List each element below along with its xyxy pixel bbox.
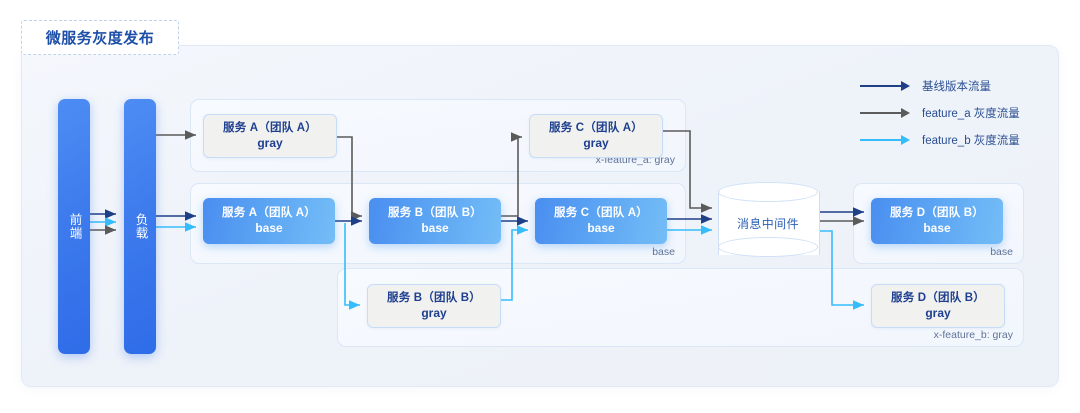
node-service-d-gray-name: 服务 D（团队 B） (891, 292, 985, 304)
legend: 基线版本流量 feature_a 灰度流量 feature_b 灰度流量 (860, 72, 1020, 153)
node-service-a-base[interactable]: 服务 A（团队 A） base (203, 198, 335, 244)
node-frontend[interactable]: 前端 (58, 99, 90, 354)
node-service-b-gray-name: 服务 B（团队 B） (387, 292, 481, 304)
node-service-b-base[interactable]: 服务 B（团队 B） base (369, 198, 501, 244)
node-frontend-label: 前端 (67, 213, 82, 240)
legend-item-baseline: 基线版本流量 (860, 72, 1020, 99)
node-service-c-gray-name: 服务 C（团队 A） (549, 122, 643, 134)
legend-label-feature-a: feature_a 灰度流量 (922, 107, 1020, 120)
page-title: 微服务灰度发布 (21, 20, 179, 55)
group-base-right-label: base (990, 246, 1013, 258)
legend-arrow-baseline-icon (860, 80, 910, 91)
node-service-c-gray-version: gray (583, 136, 609, 150)
group-base-middle-label: base (652, 246, 675, 258)
legend-line-feature-b (860, 138, 902, 141)
node-service-a-base-name: 服务 A（团队 A） (222, 207, 316, 219)
legend-arrow-feature-b-icon (860, 134, 910, 145)
legend-label-feature-b: feature_b 灰度流量 (922, 134, 1020, 147)
node-service-d-gray-version: gray (925, 306, 951, 320)
node-service-d-base[interactable]: 服务 D（团队 B） base (871, 198, 1003, 244)
node-service-a-base-version: base (255, 221, 283, 235)
node-service-a-gray-name: 服务 A（团队 A） (223, 122, 317, 134)
node-service-d-gray[interactable]: 服务 D（团队 B） gray (871, 284, 1005, 328)
legend-line-feature-a (860, 111, 902, 114)
node-service-d-base-version: base (923, 221, 951, 235)
node-service-a-gray-version: gray (257, 136, 283, 150)
node-message-middleware[interactable]: 消息中间件 (718, 182, 820, 264)
node-service-c-base-version: base (587, 221, 615, 235)
legend-arrowhead-feature-b (901, 134, 910, 145)
legend-item-feature-b: feature_b 灰度流量 (860, 126, 1020, 153)
legend-label-baseline: 基线版本流量 (922, 80, 991, 93)
node-load-balancer-label: 负载 (133, 213, 148, 240)
node-message-middleware-label: 消息中间件 (736, 216, 799, 231)
node-service-b-base-version: base (421, 221, 449, 235)
node-service-c-gray[interactable]: 服务 C（团队 A） gray (529, 114, 663, 158)
node-service-a-gray[interactable]: 服务 A（团队 A） gray (203, 114, 337, 158)
node-service-d-base-name: 服务 D（团队 B） (890, 207, 984, 219)
node-service-b-gray-version: gray (421, 306, 447, 320)
node-service-c-base[interactable]: 服务 C（团队 A） base (535, 198, 667, 244)
node-service-b-gray[interactable]: 服务 B（团队 B） gray (367, 284, 501, 328)
cylinder-top-ellipse (718, 182, 818, 202)
node-service-b-base-name: 服务 B（团队 B） (388, 207, 482, 219)
group-feature-b-label: x-feature_b: gray (933, 329, 1013, 341)
node-load-balancer[interactable]: 负载 (124, 99, 156, 354)
legend-arrowhead-feature-a (901, 107, 910, 118)
page-title-label: 微服务灰度发布 (45, 30, 155, 47)
legend-line-baseline (860, 84, 902, 87)
legend-item-feature-a: feature_a 灰度流量 (860, 99, 1020, 126)
legend-arrow-feature-a-icon (860, 107, 910, 118)
node-message-middleware-caption: 消息中间件 (718, 182, 818, 264)
legend-arrowhead-baseline (901, 80, 910, 91)
node-service-c-base-name: 服务 C（团队 A） (554, 207, 648, 219)
cylinder-bottom-ellipse (718, 237, 818, 257)
